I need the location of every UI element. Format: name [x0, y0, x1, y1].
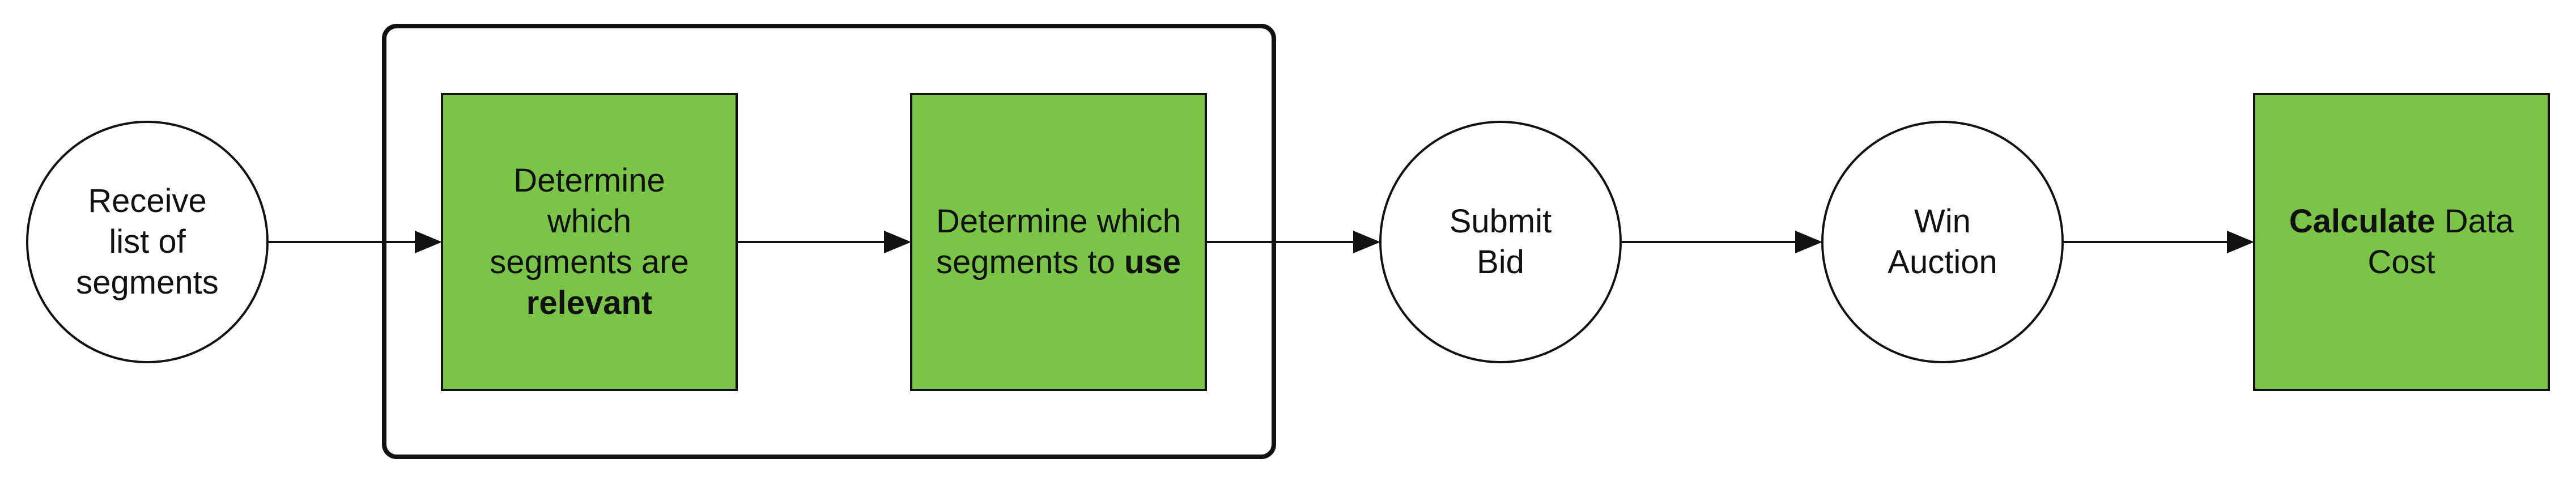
receive-node-label: Receive list of segments [76, 182, 219, 301]
relevant-node-box [441, 93, 738, 391]
use-bold-word: use [1124, 244, 1181, 281]
use-node-label: Determine which segments to use [936, 203, 1181, 281]
submit-node-label: Submit Bid [1449, 203, 1552, 281]
use-node-box [910, 93, 1207, 391]
relevant-node-label: Determine which segments are relevant [490, 162, 689, 321]
relevant-bold-word: relevant [526, 285, 653, 321]
win-node-label: Win Auction [1888, 203, 1997, 281]
calculate-bold-word: Calculate [2289, 203, 2435, 240]
calculate-node-label: Calculate Data Cost [2289, 203, 2514, 281]
calculate-node-box [2253, 93, 2550, 391]
